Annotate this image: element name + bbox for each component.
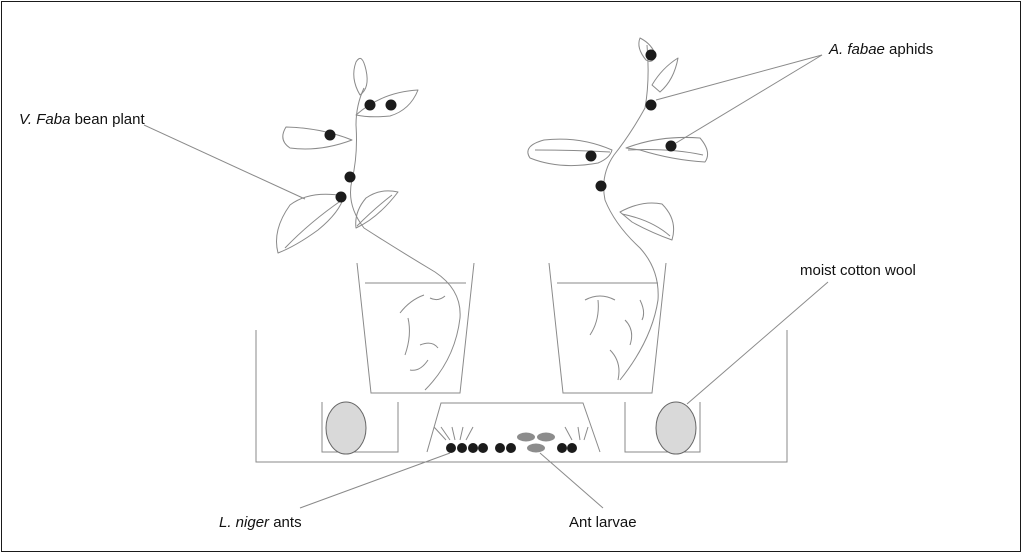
pot-right: [548, 262, 667, 394]
cotton-wool-right: [655, 401, 697, 455]
bean-plant-right: [527, 37, 709, 381]
aphid: [585, 150, 597, 162]
label-bean-plant: V. Faba bean plant: [19, 111, 145, 128]
leader-aphids-1: [655, 54, 823, 101]
larva: [527, 443, 545, 453]
ant: [557, 443, 567, 453]
aphid: [335, 191, 347, 203]
cotton-holder-left: [321, 401, 399, 455]
aphid: [385, 99, 397, 111]
larva: [517, 432, 535, 442]
label-aphids: A. fabae aphids: [828, 41, 933, 58]
larva: [537, 432, 555, 442]
ant: [495, 443, 505, 453]
aphid: [645, 99, 657, 111]
leader-larvae: [539, 452, 604, 509]
ant: [446, 443, 456, 453]
aphid: [324, 129, 336, 141]
aphid: [595, 180, 607, 192]
cotton-holder-right: [624, 401, 701, 455]
aphid: [344, 171, 356, 183]
aphid: [645, 49, 657, 61]
leader-lines: [143, 54, 829, 509]
aphid: [665, 140, 677, 152]
larvae-group: [517, 432, 555, 453]
ant: [567, 443, 577, 453]
leader-cotton: [686, 281, 829, 405]
aphids-right: [585, 49, 677, 192]
ant: [457, 443, 467, 453]
pot-left: [356, 262, 475, 394]
leader-aphids-2: [675, 54, 823, 144]
container: [255, 330, 788, 463]
ant: [506, 443, 516, 453]
leader-ants: [299, 452, 451, 509]
leader-bean-plant: [143, 124, 306, 200]
aphid: [364, 99, 376, 111]
label-ants: L. niger ants: [219, 514, 302, 531]
bean-plant-left: [276, 57, 461, 391]
ants-group: [446, 443, 577, 453]
ant: [478, 443, 488, 453]
aphids-left: [324, 99, 397, 203]
ant-nest: [426, 402, 601, 453]
label-cotton-wool: moist cotton wool: [800, 262, 916, 279]
cotton-wool-left: [325, 401, 367, 455]
ant: [468, 443, 478, 453]
label-ant-larvae: Ant larvae: [569, 514, 637, 531]
